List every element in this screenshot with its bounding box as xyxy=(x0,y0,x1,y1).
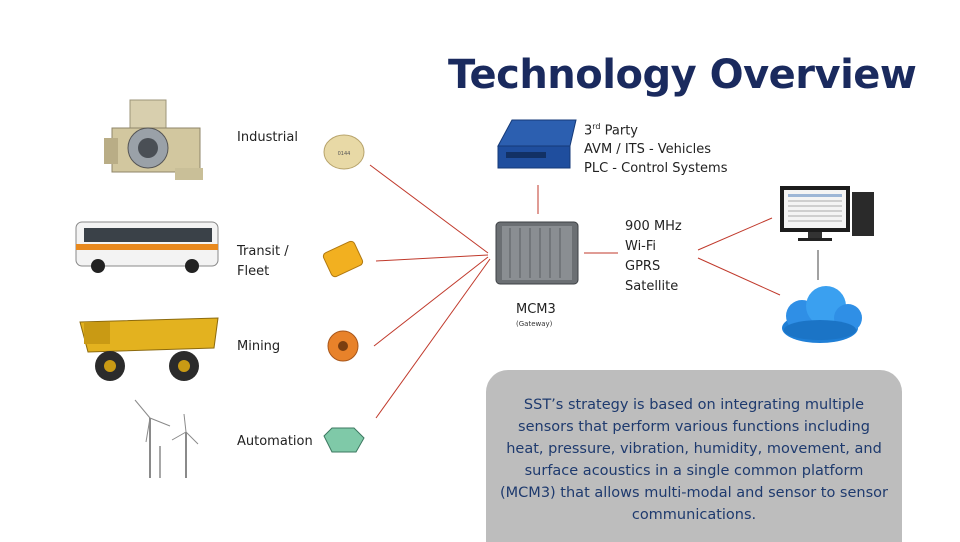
gateway-name: MCM3 xyxy=(516,302,556,317)
computer-icon xyxy=(780,186,874,241)
cloud-icon xyxy=(782,286,862,343)
wind-turbines-icon xyxy=(134,399,199,478)
transit-bus-icon xyxy=(75,221,219,273)
transit-sensor-icon xyxy=(322,240,364,278)
third-party-line1: 3rd Party xyxy=(584,117,728,140)
link-transit-gateway xyxy=(375,254,489,262)
comms-item: Wi-Fi xyxy=(625,239,657,254)
svg-text:0144: 0144 xyxy=(338,151,351,157)
gateway-device-icon xyxy=(495,221,579,285)
mining-truck-icon xyxy=(79,317,219,381)
strategy-box xyxy=(486,370,902,542)
link-comms-cloud xyxy=(697,257,781,296)
automation-sensor-icon xyxy=(323,427,365,453)
industrial-machine-icon xyxy=(104,99,203,180)
comms-item: 900 MHz xyxy=(625,219,682,234)
third-party-device-icon xyxy=(497,119,577,169)
industrial-sensor-icon: 0144 xyxy=(323,134,365,170)
strategy-text: SST’s strategy is based on integrating m… xyxy=(500,397,888,523)
mining-sensor-icon xyxy=(327,330,359,362)
third-party-line2: AVM / ITS - Vehicles xyxy=(584,142,712,158)
link-industrial-gateway xyxy=(369,164,489,254)
label-transit-line1: Transit / xyxy=(237,244,289,259)
gateway-subtitle: (Gateway) xyxy=(516,320,553,328)
third-party-line3: PLC - Control Systems xyxy=(584,161,728,177)
comms-list: 900 MHz Wi-Fi GPRS Satellite xyxy=(625,217,682,297)
comms-item: Satellite xyxy=(625,279,679,294)
comms-item: GPRS xyxy=(625,259,661,274)
page-title: Technology Overview xyxy=(448,52,917,98)
label-transit: Transit / Fleet xyxy=(237,242,289,282)
label-transit-line2: Fleet xyxy=(237,264,270,279)
label-automation: Automation xyxy=(237,434,313,449)
link-automation-gateway xyxy=(375,258,491,419)
link-comms-computer xyxy=(697,217,773,251)
third-party-suffix: Party xyxy=(600,123,639,139)
third-party-labels: 3rd Party AVM / ITS - Vehicles PLC - Con… xyxy=(584,117,728,178)
third-party-prefix: 3 xyxy=(584,123,593,139)
label-industrial: Industrial xyxy=(237,130,298,145)
label-mining: Mining xyxy=(237,339,281,354)
link-mining-gateway xyxy=(373,256,489,347)
third-party-sup: rd xyxy=(592,122,601,131)
